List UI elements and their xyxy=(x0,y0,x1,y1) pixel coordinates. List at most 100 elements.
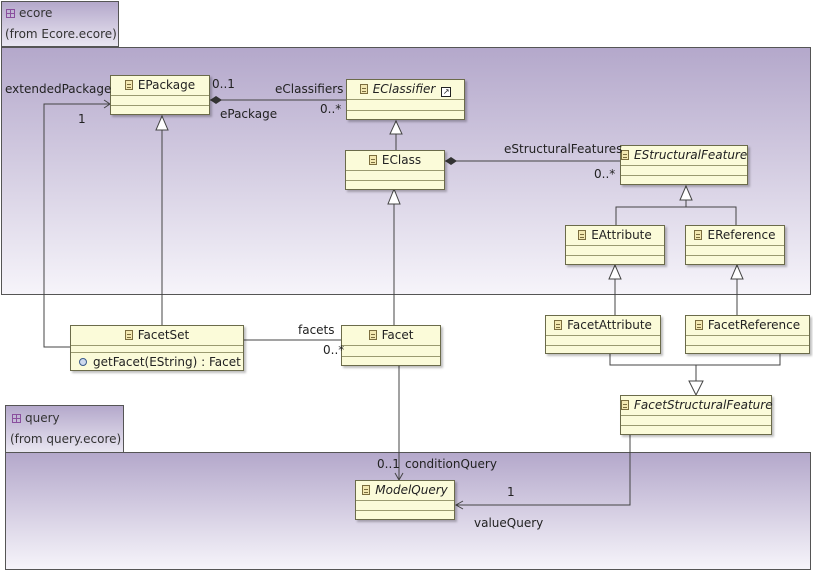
class-icon xyxy=(554,320,563,330)
class-name: EClassifier xyxy=(372,82,436,96)
class-facet[interactable]: Facet xyxy=(341,325,441,366)
operation-icon xyxy=(79,358,87,366)
class-icon xyxy=(124,330,133,340)
generalization-triangle xyxy=(688,380,704,397)
package-icon xyxy=(12,414,21,423)
class-name: FacetSet xyxy=(137,328,190,342)
package-name-query: query xyxy=(12,411,60,425)
class-facetset[interactable]: FacetSet getFacet(EString) : Facet xyxy=(70,325,244,371)
class-modelquery[interactable]: ModelQuery xyxy=(355,480,455,520)
external-link-icon[interactable]: ↗ xyxy=(441,87,452,97)
class-header: EAttribute xyxy=(566,226,664,246)
class-header: EClassifier ↗ xyxy=(347,80,464,100)
class-icon xyxy=(621,150,629,160)
class-facetattribute[interactable]: FacetAttribute xyxy=(545,315,661,354)
class-icon xyxy=(368,330,377,340)
label-facets-role: facets xyxy=(298,323,335,337)
operations-section xyxy=(686,346,809,355)
class-name: EAttribute xyxy=(591,228,652,242)
class-ereference[interactable]: EReference xyxy=(685,225,785,265)
class-header: EReference xyxy=(686,226,784,246)
composition-diamond xyxy=(445,157,457,165)
package-tab-ecore[interactable] xyxy=(1,1,119,47)
operations-section xyxy=(621,176,747,185)
package-name-ecore: ecore xyxy=(6,6,52,20)
package-tab-query[interactable] xyxy=(5,405,124,453)
attributes-section xyxy=(346,171,444,181)
label-eclassifiers-role: eClassifiers xyxy=(275,82,344,96)
class-icon xyxy=(621,400,629,410)
class-icon xyxy=(359,84,368,94)
label-condition-role: conditionQuery xyxy=(405,457,497,471)
attributes-section xyxy=(356,501,454,511)
generalization-triangle xyxy=(730,263,744,280)
class-facetreference[interactable]: FacetReference xyxy=(685,315,810,354)
operations-section xyxy=(621,426,771,435)
class-name: EPackage xyxy=(137,78,196,92)
class-header: FacetReference xyxy=(686,316,809,336)
attributes-section xyxy=(347,100,464,111)
composition-diamond xyxy=(210,96,222,104)
operations-section xyxy=(111,106,209,115)
operations-section xyxy=(347,111,464,121)
class-eclassifier[interactable]: EClassifier ↗ xyxy=(346,79,465,120)
class-header: FacetStructuralFeature xyxy=(621,396,773,416)
class-name: Facet xyxy=(381,328,414,342)
class-icon xyxy=(368,155,377,165)
class-icon xyxy=(694,320,703,330)
class-icon xyxy=(694,230,703,240)
generalization-triangle xyxy=(155,114,169,131)
operations-section xyxy=(546,346,660,355)
attributes-section xyxy=(621,416,771,426)
attributes-section xyxy=(686,246,784,256)
class-estructuralfeature[interactable]: EStructuralFeature xyxy=(620,145,748,185)
label-estructuralfeatures-mult: 0..* xyxy=(594,167,616,181)
label-value-mult: 1 xyxy=(507,485,515,499)
attributes-section xyxy=(111,96,209,106)
attributes-section xyxy=(342,346,440,357)
operations-section xyxy=(342,357,440,367)
attributes-section xyxy=(546,336,660,346)
generalization-triangle xyxy=(679,184,693,201)
class-eattribute[interactable]: EAttribute xyxy=(565,225,665,265)
class-name: EReference xyxy=(707,228,776,242)
label-estructuralfeatures-role: eStructuralFeatures xyxy=(504,142,623,156)
class-icon xyxy=(362,485,371,495)
class-name: FacetReference xyxy=(707,318,801,332)
generalization-triangle xyxy=(389,119,403,135)
class-header: Facet xyxy=(342,326,440,346)
label-condition-mult: 0..1 xyxy=(377,457,400,471)
attributes-section xyxy=(686,336,809,346)
class-name: EStructuralFeature xyxy=(634,148,748,162)
operations-section xyxy=(686,256,784,265)
class-name: EClass xyxy=(381,153,422,167)
operations-section xyxy=(566,256,664,265)
class-name: FacetStructuralFeature xyxy=(634,398,773,412)
generalization-triangle xyxy=(608,263,622,280)
label-eclassifiers-mult: 0..* xyxy=(320,102,342,116)
label-facets-mult: 0..* xyxy=(323,343,345,357)
class-header: EClass xyxy=(346,151,444,171)
value-query-line xyxy=(456,435,631,506)
class-header: FacetSet xyxy=(71,326,243,346)
class-icon xyxy=(124,80,133,90)
facet-feature-generalization-line xyxy=(609,354,781,366)
package-name-label: ecore xyxy=(19,6,53,20)
class-icon xyxy=(578,230,587,240)
class-header: FacetAttribute xyxy=(546,316,660,336)
label-epackage-role: ePackage xyxy=(220,107,278,121)
class-eclass[interactable]: EClass xyxy=(345,150,445,190)
package-icon xyxy=(6,9,15,18)
navigation-arrow xyxy=(454,500,464,510)
operation-getfacet[interactable]: getFacet(EString) : Facet xyxy=(71,353,243,371)
class-facetstructuralfeature[interactable]: FacetStructuralFeature xyxy=(620,395,773,435)
class-epackage[interactable]: EPackage xyxy=(110,75,210,115)
label-value-role: valueQuery xyxy=(474,516,544,530)
class-name: FacetAttribute xyxy=(567,318,652,332)
label-epackage-mult: 0..1 xyxy=(212,77,235,91)
generalization-triangle xyxy=(387,187,401,205)
package-from-ecore: (from Ecore.ecore) xyxy=(5,27,117,41)
label-extended-package: extendedPackage xyxy=(5,82,112,96)
package-name-label: query xyxy=(25,411,60,425)
